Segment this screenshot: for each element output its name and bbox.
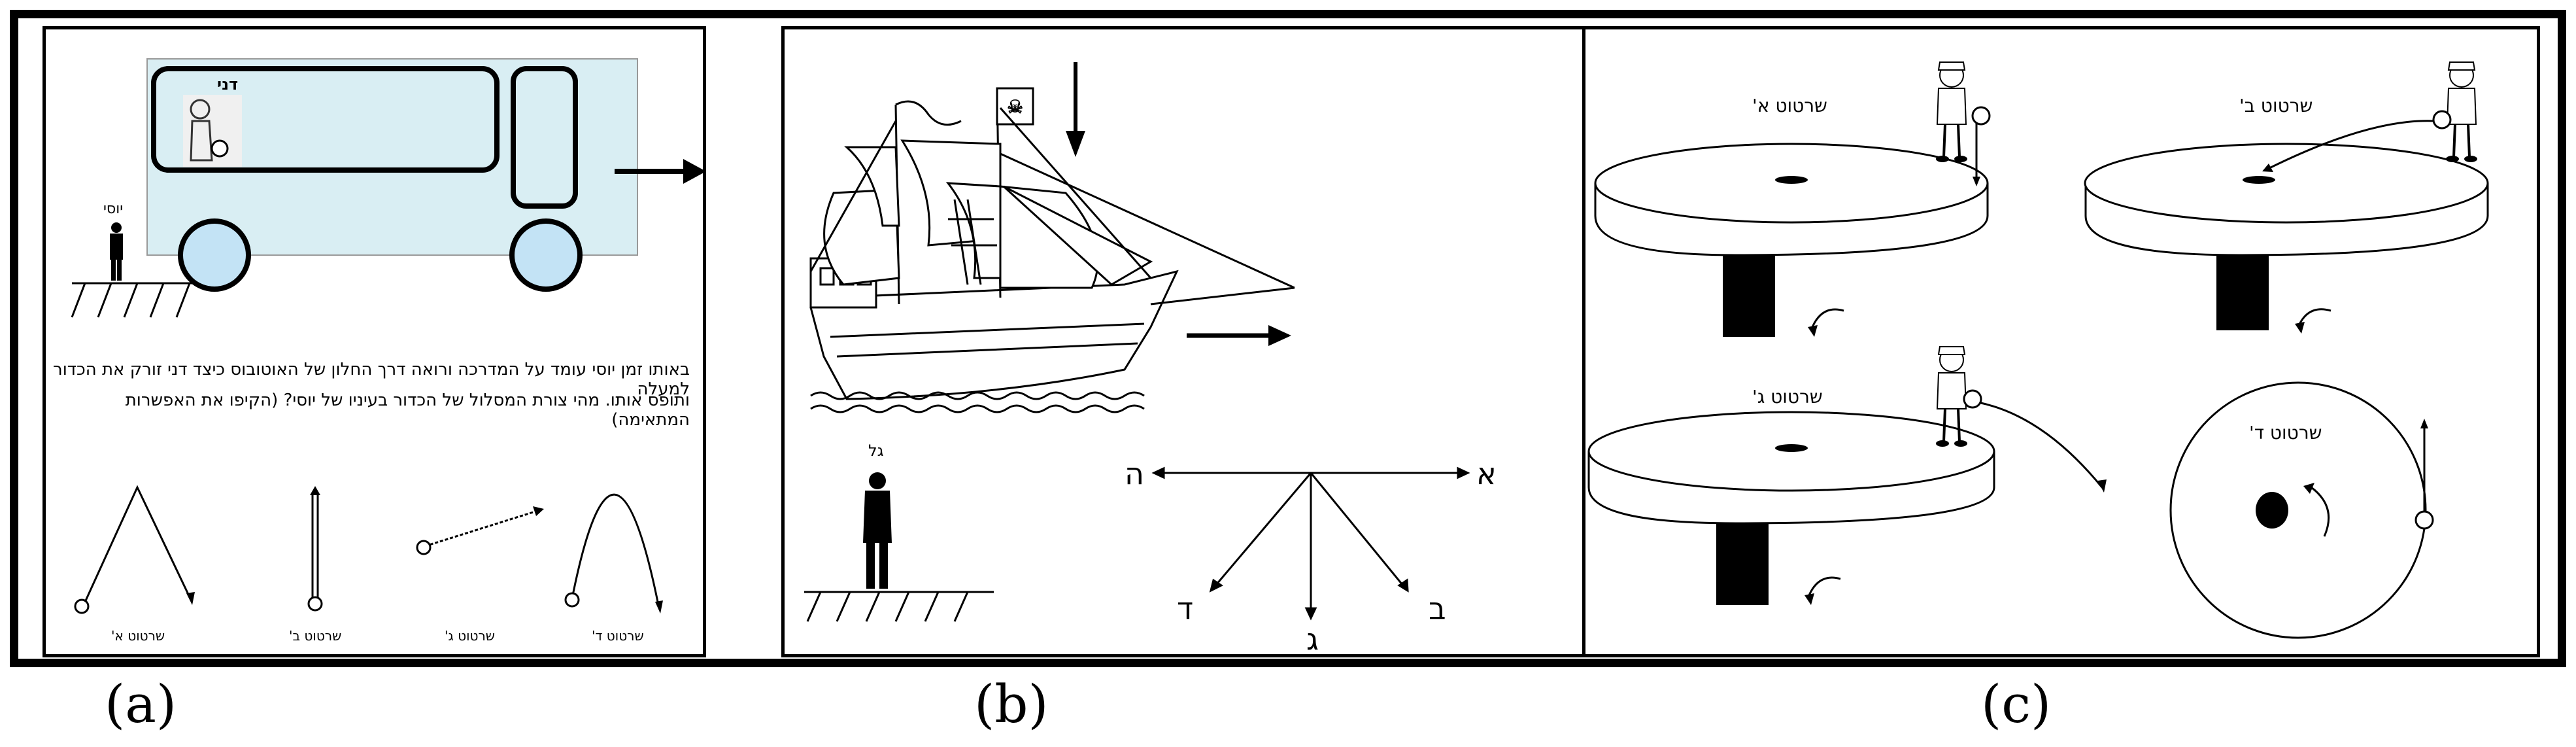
ship-drawing: ☠ <box>809 87 1295 413</box>
carousel-a <box>1594 143 1989 337</box>
ball-path-a <box>1971 106 1991 186</box>
bus-wheel-rear <box>178 218 251 292</box>
direction-label-he: ה <box>1125 456 1145 491</box>
drawing-title-a: שרטוט א' <box>1752 95 1827 116</box>
kid-a <box>1935 61 1969 164</box>
direction-options <box>1151 466 1470 621</box>
panel-a-drawing <box>71 58 706 614</box>
direction-label-alef: א <box>1476 456 1497 491</box>
direction-label-gimel: ג <box>1306 621 1319 657</box>
down-arrow <box>1066 62 1085 157</box>
question-line-1: באותו זמן יוסי עומד על המדרכה ורואה דרך … <box>53 360 690 399</box>
direction-label-bet: ב <box>1429 591 1446 626</box>
panel-label-a: (a) <box>105 674 177 735</box>
drawing-title-b: שרטוט ב' <box>2239 95 2313 116</box>
bus-door <box>511 66 578 209</box>
option-b-path <box>307 486 323 612</box>
panel-a: דני יוסי באותו זמן יוסי עומד על המדרכה ו… <box>42 26 706 657</box>
dani-label: דני <box>217 75 239 94</box>
gal-ground <box>804 591 994 622</box>
ball-path-g <box>1963 389 2107 493</box>
svg-text:☠: ☠ <box>1007 96 1023 118</box>
option-d-path <box>564 493 663 614</box>
panel-label-c: (c) <box>1981 674 2052 735</box>
panel-b: ☠ <box>781 26 1589 657</box>
carousel-g <box>1587 411 1995 605</box>
option-a-path <box>74 485 195 614</box>
question-line-2: ותופס אותו. מהי צורת המסלול של הכדור בעי… <box>125 391 690 430</box>
bus-window <box>151 66 500 173</box>
dani-figure <box>183 95 242 167</box>
yossi-figure <box>110 222 123 281</box>
answer-label-b: שרטוט ב' <box>289 628 342 644</box>
carousel-d <box>2169 381 2434 639</box>
bus-wheel-front <box>509 218 583 292</box>
answer-label-c: שרטוט ג' <box>445 628 495 644</box>
panel-b-drawing: ☠ <box>804 62 1470 622</box>
panel-c-drawing <box>1587 61 2489 639</box>
drawing-title-g: שרטוט ג' <box>1752 386 1823 408</box>
carousel-b <box>2084 143 2489 334</box>
answer-label-d: שרטוט ד' <box>592 628 644 644</box>
bus-direction-arrow <box>615 159 706 184</box>
gal-label: גל <box>868 442 884 460</box>
panel-c: שרטוט א' שרטוט ב' שרטוט ג' שרטוט ד' <box>1582 26 2540 657</box>
direction-label-dalet: ד <box>1177 591 1194 626</box>
yossi-label: יוסי <box>103 201 124 217</box>
gal-figure <box>863 472 892 589</box>
answer-label-a: שרטוט א' <box>111 628 165 644</box>
ship-direction-arrow <box>1187 325 1291 346</box>
yossi-ground <box>71 282 193 318</box>
kid-b <box>2445 61 2479 164</box>
drawing-title-d: שרטוט ד' <box>2249 422 2322 443</box>
figure-frame <box>10 10 2566 667</box>
ball-path-b <box>2262 110 2452 172</box>
option-c-path <box>416 506 544 555</box>
panel-label-b: (b) <box>974 674 1049 735</box>
